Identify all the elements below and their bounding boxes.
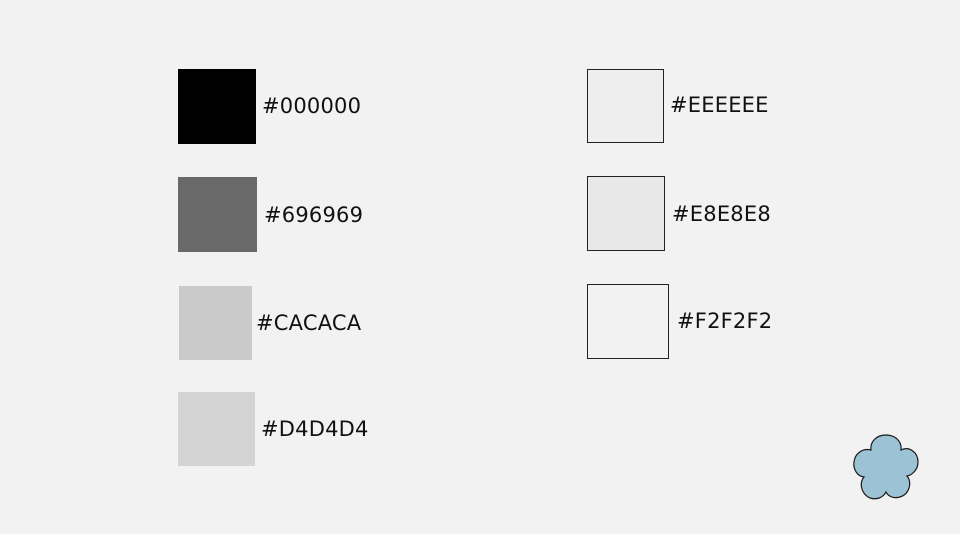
swatch-000000: [178, 69, 256, 144]
flower-icon: [853, 434, 919, 500]
swatch-696969: [178, 177, 257, 252]
swatch-label-f2f2f2: #F2F2F2: [677, 309, 773, 333]
swatch-eeeeee: [587, 69, 664, 143]
swatch-label-696969: #696969: [264, 203, 364, 227]
swatch-e8e8e8: [587, 176, 665, 251]
swatch-label-d4d4d4: #D4D4D4: [261, 417, 369, 441]
swatch-cacaca: [179, 286, 252, 360]
flower-shape: [853, 434, 919, 500]
swatch-label-000000: #000000: [262, 94, 362, 118]
swatch-d4d4d4: [178, 392, 255, 466]
swatch-label-cacaca: #CACACA: [256, 311, 362, 335]
swatch-label-eeeeee: #EEEEEE: [670, 93, 769, 117]
swatch-f2f2f2: [587, 284, 669, 359]
swatch-label-e8e8e8: #E8E8E8: [672, 202, 771, 226]
